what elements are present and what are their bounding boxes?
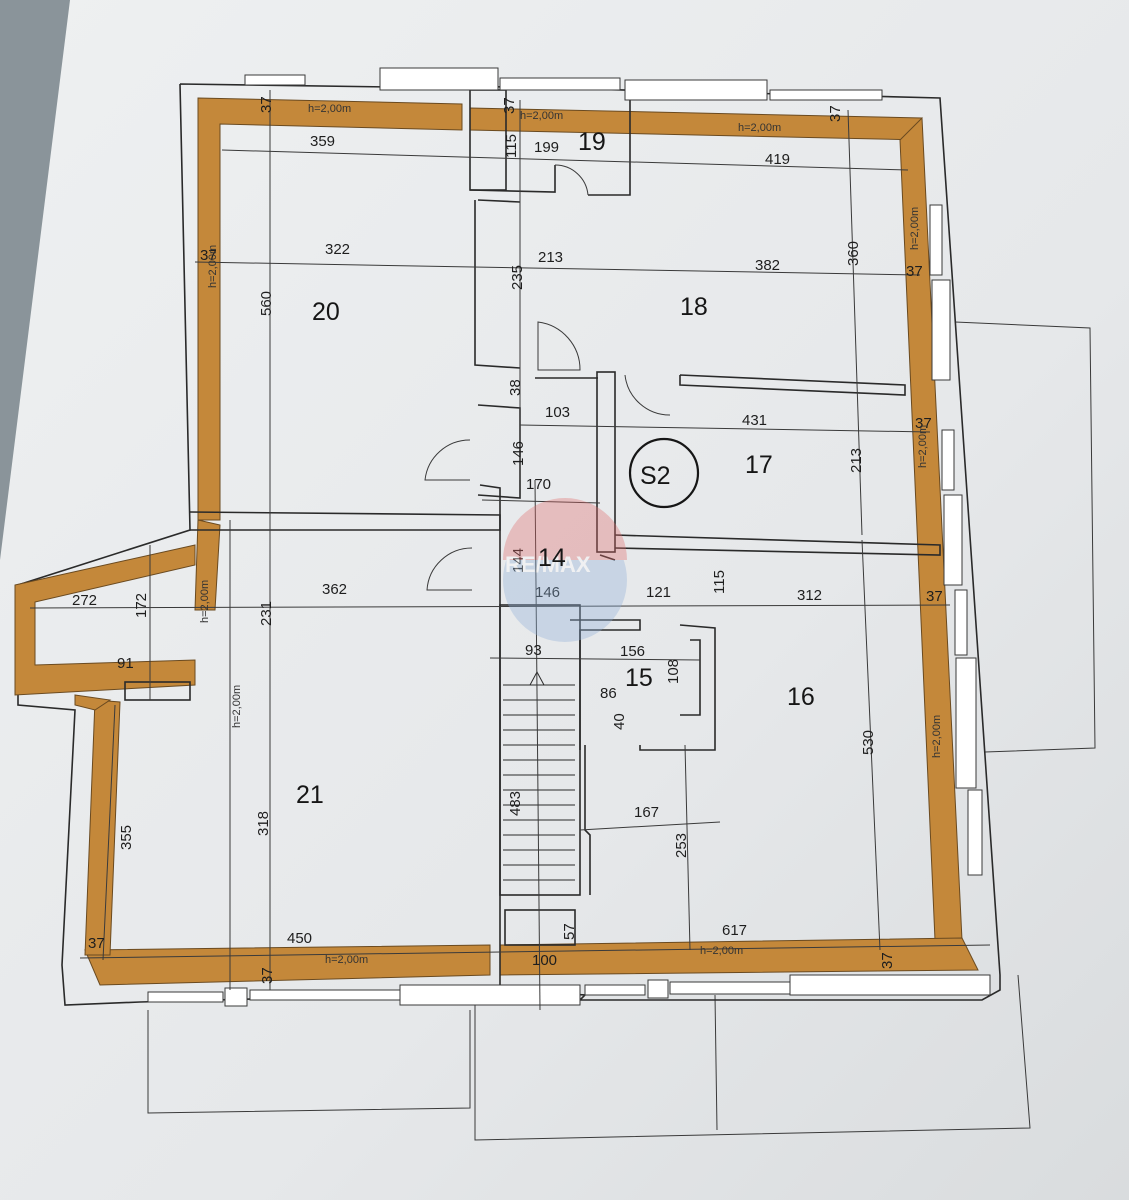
room-20: 20 bbox=[312, 298, 340, 326]
dim-38: 38 bbox=[507, 379, 524, 396]
dim-362: 362 bbox=[322, 581, 347, 598]
dim-37-right-lower: 37 bbox=[926, 588, 943, 605]
dim-103: 103 bbox=[545, 404, 570, 421]
dim-91: 91 bbox=[117, 655, 134, 672]
height-top-left: h=2,00m bbox=[308, 103, 351, 115]
section-marker-s2: S2 bbox=[628, 437, 700, 509]
dim-431: 431 bbox=[742, 412, 767, 429]
dim-156: 156 bbox=[620, 643, 645, 660]
height-labels: h=2,00m h=2,00m h=2,00m h=2,00m h=2,00m … bbox=[199, 103, 943, 966]
dim-93: 93 bbox=[525, 642, 542, 659]
room-19: 19 bbox=[578, 128, 606, 156]
dim-108: 108 bbox=[665, 659, 682, 684]
dim-37-bottom-mid: 37 bbox=[259, 967, 276, 984]
dim-37-bottom-left: 37 bbox=[88, 935, 105, 952]
dim-37-right-upper: 37 bbox=[906, 263, 923, 280]
height-top-right: h=2,00m bbox=[738, 122, 781, 134]
remax-watermark: RE/MAX bbox=[503, 498, 627, 642]
height-right-upper: h=2,00m bbox=[909, 207, 921, 250]
dim-312: 312 bbox=[797, 587, 822, 604]
room-18: 18 bbox=[680, 293, 708, 321]
walls bbox=[14, 97, 979, 986]
dim-40: 40 bbox=[611, 713, 628, 730]
dim-121: 121 bbox=[646, 584, 671, 601]
room-17: 17 bbox=[745, 451, 773, 479]
dim-213-lower: 213 bbox=[848, 448, 865, 473]
dim-235: 235 bbox=[509, 265, 526, 290]
dim-560: 560 bbox=[258, 291, 275, 316]
height-bottom-right: h=2,00m bbox=[700, 945, 743, 957]
dim-86: 86 bbox=[600, 685, 617, 702]
dim-617: 617 bbox=[722, 922, 747, 939]
dim-115-lower: 115 bbox=[711, 570, 728, 594]
dim-144: 144 bbox=[510, 548, 527, 573]
dim-530: 530 bbox=[860, 730, 877, 755]
room-21: 21 bbox=[296, 781, 324, 809]
room-labels: 19 20 18 17 14 15 16 21 bbox=[296, 128, 815, 809]
section-label: S2 bbox=[640, 462, 671, 490]
dim-272: 272 bbox=[72, 592, 97, 609]
dim-37-top-left: 37 bbox=[258, 96, 275, 113]
height-right-lower: h=2,00m bbox=[931, 715, 943, 758]
dim-360: 360 bbox=[845, 241, 862, 266]
windows bbox=[147, 67, 991, 1007]
dim-382: 382 bbox=[755, 257, 780, 274]
dim-167: 167 bbox=[634, 804, 659, 821]
dimension-lines bbox=[29, 90, 991, 1011]
terrace-outlines bbox=[147, 321, 1096, 1141]
dim-57: 57 bbox=[561, 923, 578, 940]
dim-146-mid: 146 bbox=[510, 441, 527, 466]
dim-322: 322 bbox=[325, 241, 350, 258]
dimension-labels: 37 37 37 359 115 199 419 37 322 213 382 … bbox=[72, 96, 943, 984]
dim-483: 483 bbox=[507, 791, 524, 816]
height-top-mid: h=2,00m bbox=[520, 110, 563, 122]
dim-115-top: 115 bbox=[503, 134, 520, 158]
dim-450: 450 bbox=[287, 930, 312, 947]
room-14: 14 bbox=[538, 544, 566, 572]
room-15: 15 bbox=[625, 664, 653, 692]
dim-355: 355 bbox=[118, 825, 135, 850]
room-16: 16 bbox=[787, 683, 815, 711]
dim-231: 231 bbox=[258, 601, 275, 626]
dim-37-top-right: 37 bbox=[827, 105, 844, 122]
height-annex: h=2,00m bbox=[199, 580, 211, 623]
dim-318: 318 bbox=[255, 811, 272, 836]
dim-359: 359 bbox=[310, 133, 335, 150]
dim-172: 172 bbox=[133, 593, 150, 618]
dim-146-lower: 146 bbox=[535, 584, 560, 601]
dim-37-top-mid: 37 bbox=[501, 97, 518, 114]
dim-37-right-mid: 37 bbox=[915, 415, 932, 432]
dim-213-upper: 213 bbox=[538, 249, 563, 266]
dim-253: 253 bbox=[673, 833, 690, 858]
dim-170: 170 bbox=[526, 476, 551, 493]
height-left-lower: h=2,00m bbox=[231, 685, 243, 728]
dim-100: 100 bbox=[532, 952, 557, 969]
dim-199: 199 bbox=[534, 139, 559, 156]
height-bottom-left: h=2,00m bbox=[325, 954, 368, 966]
dim-37-left-upper: 37 bbox=[200, 247, 217, 264]
dim-37-bottom-right: 37 bbox=[879, 952, 896, 969]
height-right-mid: h=2,00m bbox=[917, 425, 929, 468]
height-left-upper: h=2,00m bbox=[207, 245, 219, 288]
door-swings bbox=[424, 164, 671, 591]
dim-419: 419 bbox=[765, 151, 790, 168]
watermark-text: RE/MAX bbox=[505, 552, 591, 577]
